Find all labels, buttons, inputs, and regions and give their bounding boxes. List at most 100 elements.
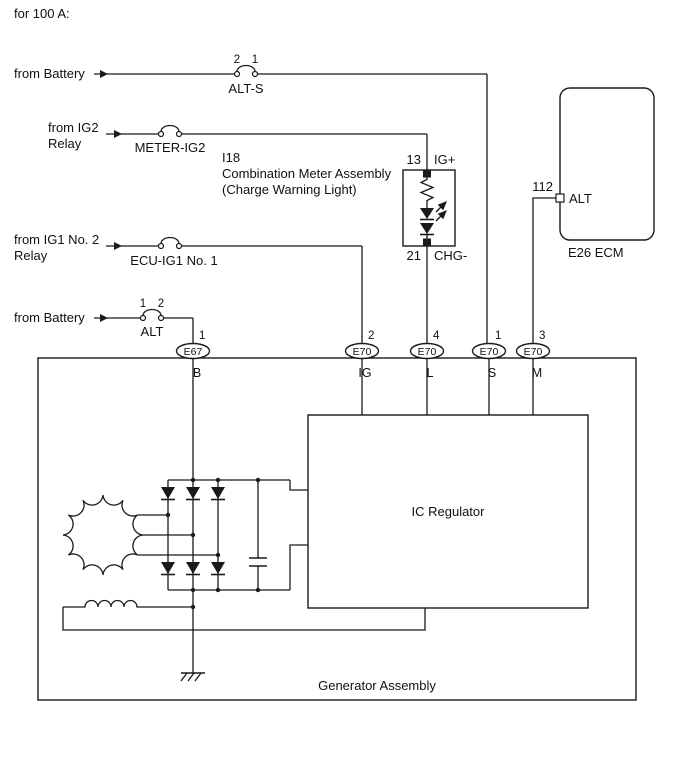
fuse-alt-s-pin-right: 1: [252, 54, 258, 66]
diode-symbol: [211, 487, 225, 499]
fuse-alt-pin-left: 1: [140, 298, 146, 310]
rotor-coil-symbol: [63, 599, 193, 608]
terminal-letter: B: [193, 366, 201, 380]
fuse-alt-pin-right: 2: [158, 298, 164, 310]
feed-alt-s: from Battery 2 1 ALT-S: [14, 54, 488, 343]
feed-ig2-source-line1: from IG2: [48, 120, 99, 135]
terminal-letter: M: [532, 366, 542, 380]
junction-dot: [190, 604, 196, 610]
connector-badge: [175, 342, 211, 360]
fuse-terminal-icon: [157, 314, 165, 322]
fuse-terminal-icon: [139, 314, 147, 322]
combination-meter: I18 Combination Meter Assembly (Charge W…: [222, 150, 467, 343]
junction-dot: [165, 512, 171, 518]
fuse-terminal-icon: [157, 242, 165, 250]
diode-symbol: [186, 562, 200, 574]
generator-box: [37, 357, 637, 701]
feed-alt: from Battery 1 2 ALT: [14, 298, 194, 343]
connector-pin-number: 3: [539, 330, 545, 342]
stator-winding-symbol: [62, 494, 144, 576]
led-emission-arrow-icon: [435, 210, 447, 222]
fuse-meter-ig2-label: METER-IG2: [135, 140, 206, 155]
connector-badge: [409, 342, 445, 360]
meter-pin-bottom-number: 21: [407, 248, 421, 263]
page-title: for 100 A:: [14, 6, 70, 21]
rotor-field-coil: [62, 599, 426, 631]
diode-symbol: [186, 487, 200, 499]
meter-pin-bottom-terminal-icon: [423, 238, 431, 246]
ecm-pin-terminal-icon: [555, 193, 565, 203]
junction-dot: [190, 587, 196, 593]
connector-row: 1 2 4 1 3 E67 E70 E70 E70 E70 B IG L S M: [175, 330, 551, 380]
feed-alt-s-source-label: from Battery: [14, 66, 85, 81]
fuse-terminal-icon: [175, 130, 183, 138]
feed-ig1-source-line2: Relay: [14, 248, 48, 263]
wire-m-vertical: [532, 197, 556, 343]
connector-badge: [515, 342, 551, 360]
diode-symbol: [161, 487, 175, 499]
rectifier-diodes: [161, 487, 225, 576]
meter-pin-top-name: IG+: [434, 152, 455, 167]
connector-code: E70: [353, 346, 372, 358]
junction-dot: [215, 477, 221, 483]
junction-dot: [255, 587, 261, 593]
meter-pin-top-terminal-icon: [423, 170, 431, 178]
led-emission-arrow-icon: [435, 201, 447, 213]
connector-badge: [344, 342, 380, 360]
generator-label: Generator Assembly: [318, 678, 436, 693]
fuse-terminal-icon: [175, 242, 183, 250]
diode-symbol: [161, 562, 175, 574]
rectifier-top-bus: [168, 479, 308, 491]
connector-code: E70: [418, 346, 437, 358]
fuse-terminal-icon: [157, 130, 165, 138]
fuse-element-icon: [160, 236, 180, 244]
fuse-ecu-ig1-symbol: [157, 236, 183, 250]
fuse-element-icon: [160, 124, 180, 132]
flow-arrow-icon: [100, 314, 108, 322]
connector-code: E70: [480, 346, 499, 358]
capacitor-symbol: [249, 480, 267, 590]
connector-pin-number: 1: [199, 330, 205, 342]
ic-regulator-label: IC Regulator: [412, 504, 486, 519]
junction-dot: [190, 477, 196, 483]
meter-pin-top-number: 13: [407, 152, 421, 167]
fuse-alt-s-pin-left: 2: [234, 54, 240, 66]
charge-warning-led-symbol: [420, 201, 447, 239]
junction-dot: [255, 477, 261, 483]
ecm: 112 ALT E26 ECM: [532, 87, 655, 343]
diode-symbol: [420, 208, 434, 219]
fuse-alt-label: ALT: [141, 324, 164, 339]
terminal-letter: L: [427, 366, 434, 380]
fuse-alt-s-symbol: [233, 64, 259, 78]
connector-pin-number: 1: [495, 330, 501, 342]
fuse-ecu-ig1-label: ECU-IG1 No. 1: [130, 253, 217, 268]
terminal-letter: IG: [358, 366, 371, 380]
junction-dot: [215, 587, 221, 593]
connector-pin-number: 4: [433, 330, 440, 342]
connector-code: E67: [184, 346, 203, 358]
junction-dot: [215, 552, 221, 558]
connector-pin-number: 2: [368, 330, 374, 342]
junction-dots: [165, 477, 261, 610]
feed-ig1-source-line1: from IG1 No. 2: [14, 232, 99, 247]
flow-arrow-icon: [114, 130, 122, 138]
feed-ig2-source-line2: Relay: [48, 136, 82, 151]
meter-id: I18: [222, 150, 240, 165]
meter-pin-bottom-name: CHG-: [434, 248, 467, 263]
ecm-label: E26 ECM: [568, 245, 624, 260]
fuse-alt-symbol: [139, 308, 165, 322]
meter-box: [402, 169, 456, 247]
ecm-box: [559, 87, 655, 241]
terminal-letter: S: [488, 366, 496, 380]
diode-symbol: [420, 223, 434, 234]
diode-symbol: [211, 562, 225, 574]
connector-badge: [471, 342, 507, 360]
ecm-pin-number: 112: [532, 179, 553, 194]
connector-code: E70: [524, 346, 543, 358]
field-wire-to-regulator: [62, 607, 426, 631]
meter-subtitle: (Charge Warning Light): [222, 182, 357, 197]
rectifier-bottom-bus: [168, 544, 308, 591]
junction-dot: [190, 532, 196, 538]
ic-regulator-box: [307, 414, 589, 609]
